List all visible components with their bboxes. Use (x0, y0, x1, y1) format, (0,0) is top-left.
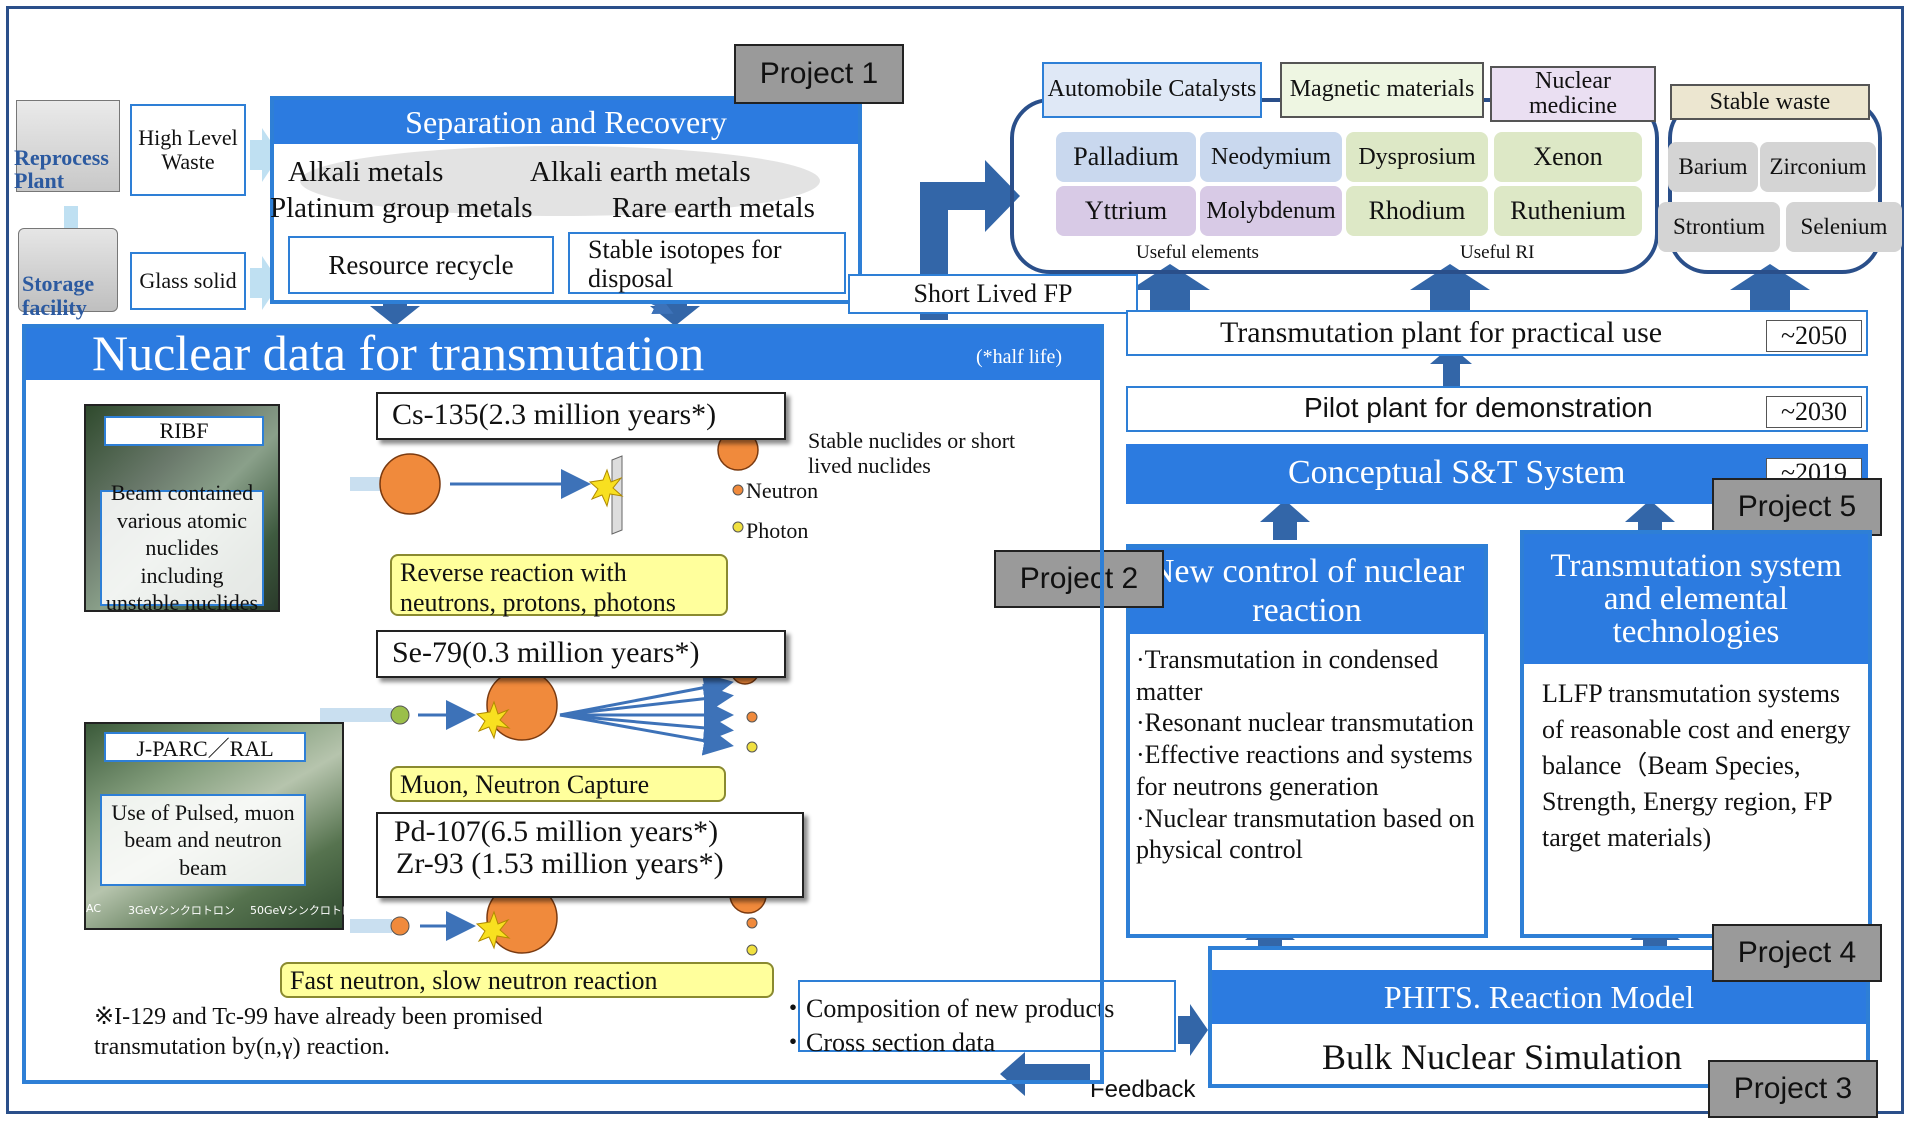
jparc-photo-caption-2: 50GeVシンクロトロン (250, 904, 364, 917)
reverse-reaction-callout: Reverse reaction with neutrons, protons,… (390, 554, 728, 617)
control-title: New control of nuclear reaction (1130, 548, 1484, 634)
pilot-year: ~2030 (1766, 396, 1862, 428)
pilot-plant-label: Pilot plant for demonstration (1304, 392, 1653, 423)
control-item: ·Nuclear transmutation based on physical… (1136, 803, 1475, 865)
resource-recycle-box: Resource recycle (288, 236, 554, 294)
stable-isotopes-box: Stable isotopes for disposal (568, 232, 846, 294)
system-desc: LLFP transmutation systems of reasonable… (1542, 679, 1851, 852)
control-item: ·Resonant nuclear transmutation (1136, 708, 1474, 738)
chip-ruthenium: Ruthenium (1494, 186, 1642, 236)
system-title: Transmutation system and elemental techn… (1524, 534, 1868, 664)
rare-earth-metals: Rare earth metals (612, 192, 815, 224)
jparc-desc: Use of Pulsed, muon beam and neutron bea… (100, 794, 306, 886)
useful-elements-label: Useful elements (1136, 242, 1259, 263)
pd107-label: Pd-107(6.5 million years*) (394, 815, 719, 848)
nucleus-cs135 (379, 453, 441, 515)
category-magnetic: Magnetic materials (1280, 62, 1484, 118)
stable-waste-title: Stable waste (1670, 84, 1870, 120)
category-automobile: Automobile Catalysts (1042, 62, 1262, 118)
jparc-photo-caption-ac: AC (86, 902, 102, 915)
composition-box (798, 980, 1176, 1052)
se79-callout: Se-79(0.3 million years*) (376, 630, 786, 678)
alkali-earth-metals: Alkali earth metals (530, 156, 751, 188)
metals-cloud (300, 146, 820, 216)
half-life-note: (*half life) (976, 346, 1063, 368)
practical-year: ~2050 (1766, 320, 1862, 352)
chip-palladium: Palladium (1056, 132, 1196, 182)
project-5-label: Project 5 (1712, 478, 1882, 536)
useful-ri-label: Useful RI (1460, 242, 1535, 263)
control-list: ·Transmutation in condensed matter ·Reso… (1136, 644, 1482, 866)
control-item: ·Transmutation in condensed matter (1136, 645, 1439, 706)
composition-label: ・Composition of new products (780, 994, 1115, 1023)
chip-strontium: Strontium (1658, 202, 1780, 252)
cross-section-label: ・Cross section data (780, 1028, 996, 1057)
storage-facility-icon (18, 228, 118, 312)
practical-plant-box (1126, 310, 1868, 356)
platinum-group-metals: Platinum group metals (270, 192, 533, 224)
jparc-label: J-PARC／RAL (104, 732, 306, 762)
feedback-label: Feedback (1090, 1076, 1196, 1103)
chip-selenium: Selenium (1786, 202, 1902, 252)
reprocess-plant-label: Reprocess Plant (14, 145, 109, 194)
pilot-plant-box (1126, 386, 1868, 432)
neutron-legend: Neutron (746, 478, 819, 503)
zr93-label: Zr-93 (1.53 million years*) (396, 847, 724, 881)
ribf-label: RIBF (104, 416, 264, 446)
chip-rhodium: Rhodium (1346, 186, 1488, 236)
project-3-label: Project 3 (1708, 1060, 1878, 1118)
muon-capture-callout: Muon, Neutron Capture (390, 766, 726, 802)
chip-barium: Barium (1668, 142, 1758, 192)
chip-xenon: Xenon (1494, 132, 1642, 182)
project-4-label: Project 4 (1712, 924, 1882, 982)
transmutation-note: ※I-129 and Tc-99 have already been promi… (94, 1004, 543, 1060)
chip-yttrium: Yttrium (1056, 186, 1196, 236)
separation-title: Separation and Recovery (274, 100, 858, 144)
jparc-photo-caption-1: 3GeVシンクロトロン (128, 904, 235, 917)
photon-legend: Photon (746, 518, 809, 543)
conceptual-system-label: Conceptual S&T System (1288, 454, 1626, 491)
chip-dysprosium: Dysprosium (1346, 132, 1488, 182)
high-level-waste-box: High Level Waste (130, 104, 246, 196)
nuclear-data-title: Nuclear data for transmutation (92, 325, 705, 381)
reprocess-plant-icon (16, 100, 120, 192)
short-lived-fp-box: Short Lived FP (848, 274, 1138, 314)
nuclear-data-panel (22, 324, 1104, 1084)
alkali-metals: Alkali metals (288, 156, 444, 188)
control-item: ·Effective reactions and systems for neu… (1136, 740, 1473, 801)
cs135-callout: Cs-135(2.3 million years*) (376, 392, 786, 440)
practical-plant-label: Transmutation plant for practical use (1220, 316, 1663, 349)
category-nuclear-medicine: Nuclear medicine (1490, 66, 1656, 122)
project-1-label: Project 1 (734, 44, 904, 104)
chip-zirconium: Zirconium (1760, 142, 1876, 192)
chip-molybdenum: Molybdenum (1200, 186, 1342, 236)
project-2-label: Project 2 (994, 550, 1164, 608)
fast-neutron-callout: Fast neutron, slow neutron reaction (280, 962, 774, 998)
bulk-simulation-label: Bulk Nuclear Simulation (1322, 1037, 1682, 1077)
storage-facility-label: Storage facility (22, 271, 95, 321)
nuclear-data-titlebar (26, 328, 1100, 380)
diagram-frame (6, 6, 1904, 1114)
ribf-desc: Beam contained various atomic nuclides i… (100, 480, 264, 615)
stable-nuclides-label: Stable nuclides or short lived nuclides (808, 428, 1016, 479)
chip-neodymium: Neodymium (1200, 132, 1342, 182)
pd107-zr93-callout: Pd-107(6.5 million years*) Zr-93 (1.53 m… (376, 812, 804, 898)
glass-solid-box: Glass solid (130, 252, 246, 310)
